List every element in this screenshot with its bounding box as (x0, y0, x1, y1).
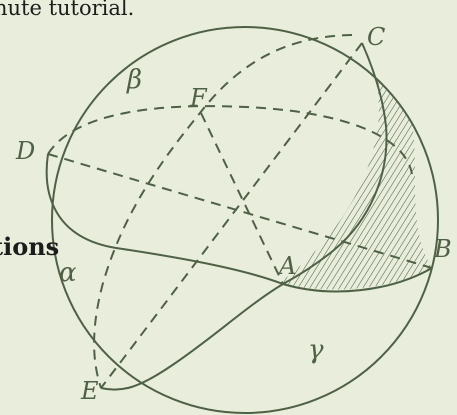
great-circle-solid-right (100, 42, 388, 391)
great-circle-dashed-left (93, 34, 353, 389)
label-d: D (15, 137, 35, 165)
label-c: C (367, 23, 385, 51)
top-text-fragment: nute tutorial. (0, 0, 135, 20)
label-f: F (189, 84, 208, 112)
bold-text-fragment: tions (0, 232, 60, 261)
sphere-outline (51, 26, 439, 414)
label-a: A (277, 252, 296, 280)
hatched-lune (278, 45, 432, 290)
label-alpha: α (59, 258, 77, 288)
dashed-line-f-to-a (200, 112, 284, 285)
great-circle-dashed-top (47, 105, 413, 175)
label-gamma: γ (308, 335, 324, 365)
great-circle-solid-lower (45, 153, 433, 293)
label-b: B (433, 235, 452, 263)
dashed-line-c-to-e (100, 42, 363, 389)
label-beta: β (126, 65, 142, 95)
label-e: E (80, 377, 99, 405)
